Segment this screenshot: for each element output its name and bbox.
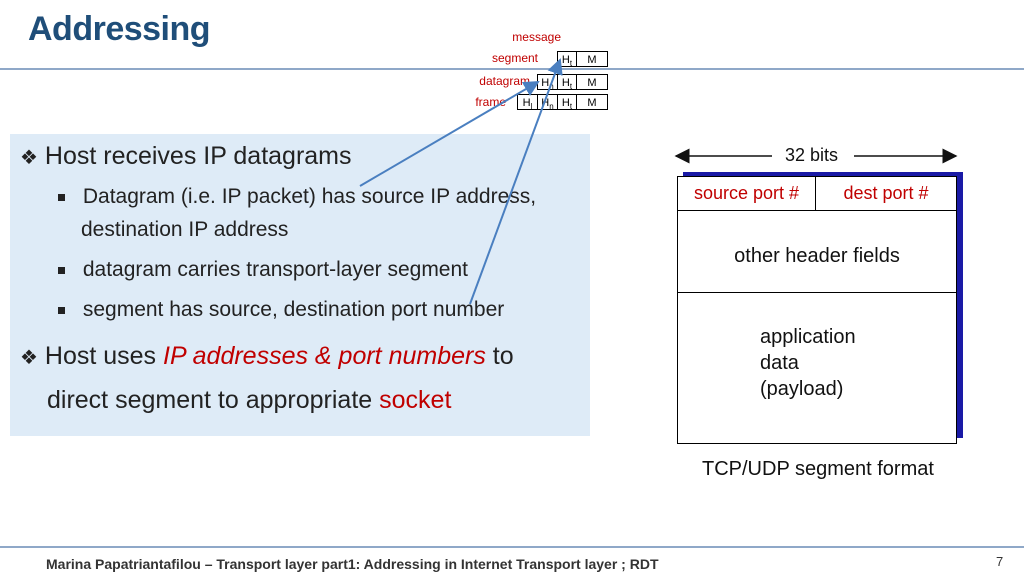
square-bullet-icon (58, 266, 65, 274)
segment-format-box (677, 176, 957, 444)
content-box (10, 134, 590, 436)
message-cell: M (576, 51, 608, 67)
source-port-field: source port # (693, 183, 800, 203)
row-divider (677, 292, 957, 293)
bullet-host-uses-cont: direct segment to appropriate socket (47, 386, 452, 414)
footer-text: Marina Papatriantafilou – Transport laye… (46, 556, 659, 572)
diamond-bullet-icon: ❖ (20, 147, 38, 169)
square-bullet-icon (58, 193, 65, 201)
message-cell: M (576, 74, 608, 90)
footer-divider (0, 546, 1024, 548)
bullet-host-receives: ❖ Host receives IP datagrams (20, 142, 352, 170)
sub-bullet-datagram-cont: destination IP address (81, 218, 289, 241)
segment-label: segment (491, 51, 538, 65)
segment-pointer-arrow (469, 58, 563, 305)
dest-port-field: dest port # (843, 183, 929, 203)
datagram-label: datagram (479, 74, 530, 88)
square-bullet-icon (58, 306, 65, 314)
page-number: 7 (996, 554, 1004, 569)
width-label: 32 bits (785, 145, 839, 165)
message-label: message (512, 30, 561, 44)
page-title: Addressing (28, 10, 211, 48)
diamond-bullet-icon: ❖ (20, 347, 38, 369)
sub-bullet-datagram: Datagram (i.e. IP packet) has source IP … (58, 185, 536, 209)
sub-bullet-transport: datagram carries transport-layer segment (58, 258, 468, 282)
row-divider (677, 210, 957, 211)
payload-line-3: (payload) (760, 378, 844, 400)
title-divider (0, 68, 1024, 70)
datagram-pointer-arrow (359, 80, 540, 187)
payload-line-1: application (760, 326, 856, 348)
bullet-host-uses: ❖ Host uses IP addresses & port numbers … (20, 342, 514, 370)
sub-bullet-ports: segment has source, destination port num… (58, 298, 504, 322)
other-header-fields: other header fields (734, 245, 900, 267)
message-cell: M (576, 94, 608, 110)
payload-line-2: data (760, 352, 799, 374)
column-divider (815, 176, 816, 210)
segment-format-caption: TCP/UDP segment format (702, 458, 934, 480)
